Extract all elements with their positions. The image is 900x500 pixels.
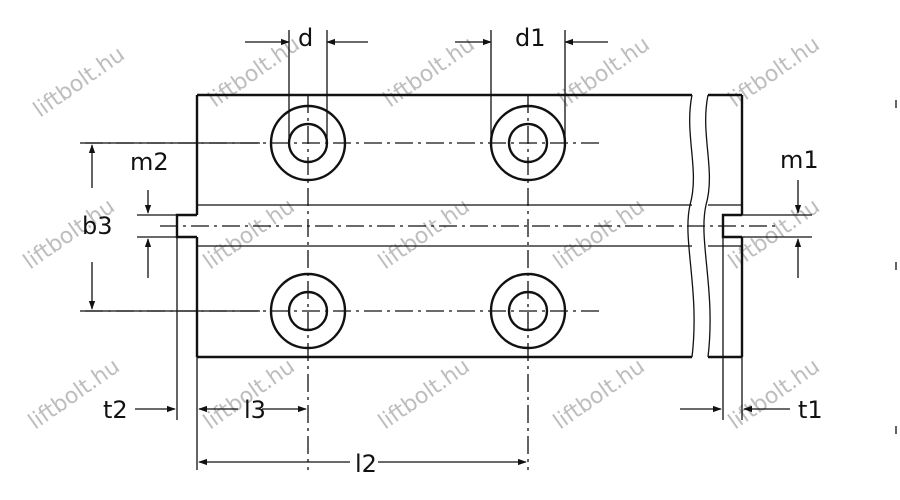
bolt-hole-bottom-right: [489, 272, 567, 350]
dimension-t1: t1: [680, 237, 823, 424]
label-d1: d1: [515, 24, 546, 52]
watermark: liftbolt.hu: [554, 32, 655, 113]
dimension-m1: m1: [742, 146, 819, 278]
watermark: liftbolt.hu: [549, 354, 650, 435]
watermark: liftbolt.hu: [724, 194, 825, 275]
watermark: liftbolt.hu: [549, 194, 650, 275]
dimension-d1: d1: [455, 24, 608, 143]
label-t2: t2: [103, 396, 128, 424]
bolt-hole-bottom-left: [269, 272, 347, 350]
rail-outline: [175, 93, 744, 359]
dimension-m2: m2: [130, 148, 177, 278]
dimension-l2: l2: [198, 450, 527, 478]
centerlines: [85, 95, 780, 470]
label-b3: b3: [82, 212, 113, 240]
break-lines: [687, 94, 711, 358]
watermark: liftbolt.hu: [374, 354, 475, 435]
watermark: liftbolt.hu: [29, 42, 130, 123]
dimension-l3: l3: [244, 396, 307, 424]
label-d: d: [298, 24, 313, 52]
label-m2: m2: [130, 148, 169, 176]
dimension-d: d: [245, 24, 368, 143]
watermark: liftbolt.hu: [374, 194, 475, 275]
watermark: liftbolt.hu: [199, 194, 300, 275]
dimension-b3: b3: [80, 142, 260, 312]
dimension-t2: t2: [103, 237, 238, 470]
label-t1: t1: [798, 396, 823, 424]
label-l2: l2: [355, 450, 377, 478]
watermark: liftbolt.hu: [379, 32, 480, 113]
watermark: liftbolt.hu: [724, 32, 825, 113]
label-l3: l3: [244, 396, 266, 424]
label-m1: m1: [780, 146, 819, 174]
